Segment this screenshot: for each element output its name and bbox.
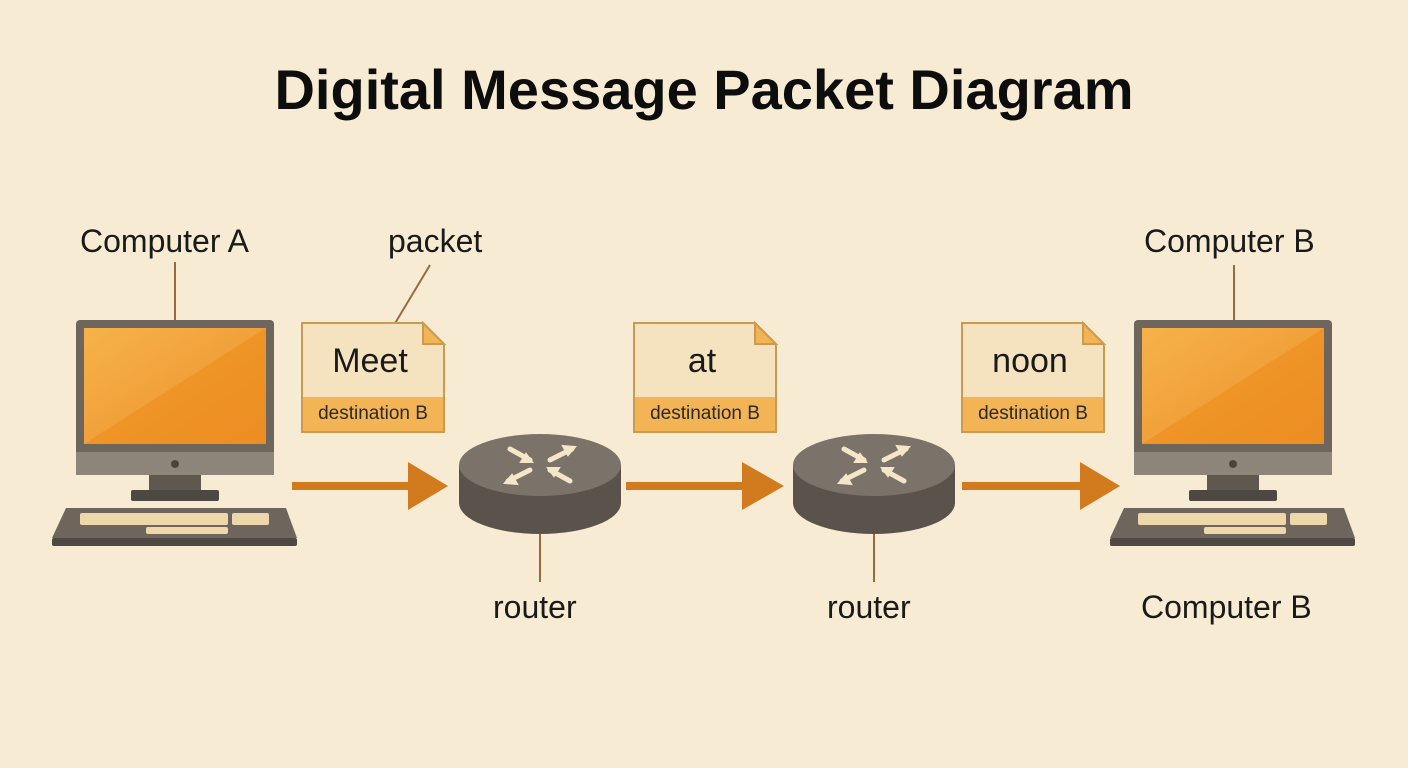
packet-1-shape — [301, 320, 447, 433]
router-1-label: router — [493, 589, 577, 625]
computer-a-icon — [52, 320, 297, 546]
packet-3-destination: destination B — [978, 403, 1088, 424]
packet-3-shape — [961, 320, 1107, 433]
packet-1-word: Meet — [332, 342, 408, 380]
arrow-3-icon — [962, 462, 1120, 510]
computer-b-top-label: Computer B — [1144, 223, 1315, 259]
router-2-label: router — [827, 589, 911, 625]
packet-2-word: at — [687, 342, 717, 380]
computer-b-bottom-label: Computer B — [1141, 589, 1312, 625]
computer-a-label: Computer A — [80, 223, 249, 259]
packet-label: packet — [388, 223, 483, 259]
computer-b-icon — [1110, 320, 1355, 546]
packet-2-shape — [633, 320, 779, 433]
arrow-1-icon — [292, 462, 448, 510]
packet-2-destination: destination B — [650, 403, 760, 424]
router-1-icon — [459, 434, 621, 534]
router-2-icon — [793, 434, 955, 534]
packet-1-destination: destination B — [318, 403, 428, 424]
packet-3-word: noon — [992, 342, 1068, 380]
arrow-2-icon — [626, 462, 784, 510]
page-title: Digital Message Packet Diagram — [274, 58, 1134, 121]
